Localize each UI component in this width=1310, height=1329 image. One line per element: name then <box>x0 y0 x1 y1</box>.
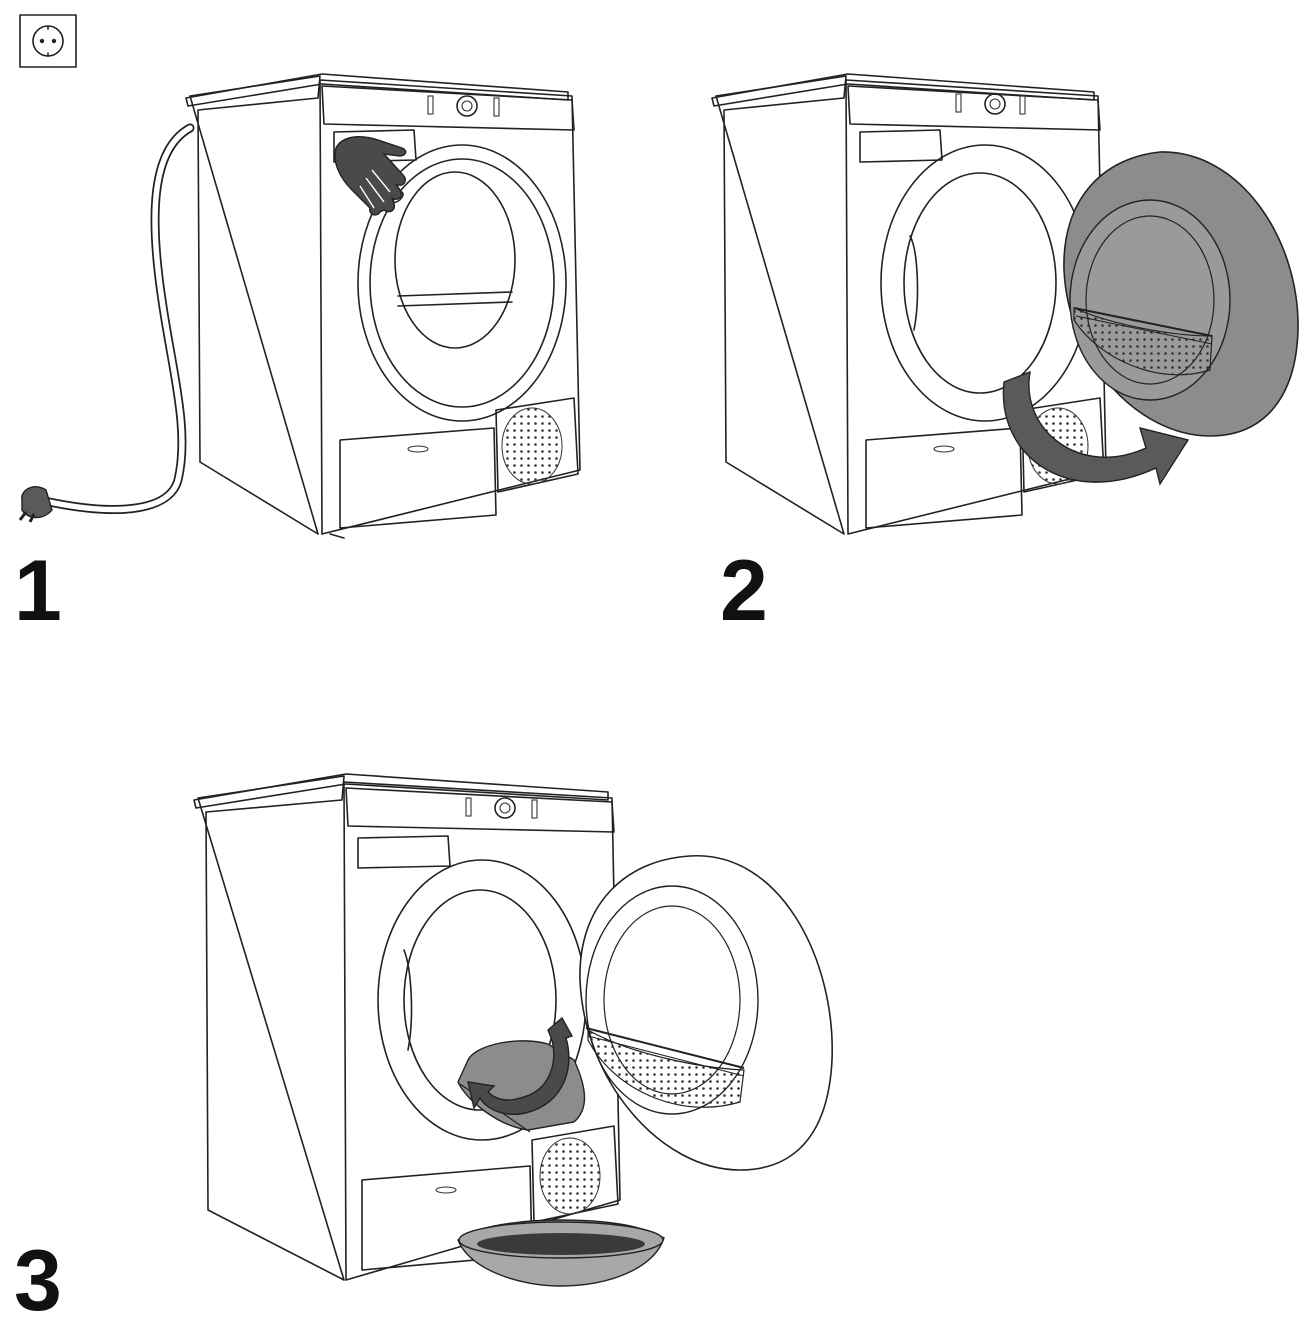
dryer-step-3 <box>193 773 621 1281</box>
open-door-step-2 <box>1063 151 1299 437</box>
power-cable <box>18 123 195 523</box>
open-door-step-3 <box>579 855 833 1171</box>
hand-icon <box>334 136 407 216</box>
dryer-step-1 <box>185 73 581 539</box>
plug-icon <box>18 486 53 523</box>
step-number-2: 2 <box>720 543 768 639</box>
step-number-1: 1 <box>14 543 62 639</box>
rotate-arrow-icon <box>467 1016 574 1115</box>
socket-icon <box>19 14 77 68</box>
step-number-3: 3 <box>14 1233 62 1329</box>
curved-arrow-icon <box>1002 370 1190 486</box>
water-bowl <box>457 1219 665 1287</box>
